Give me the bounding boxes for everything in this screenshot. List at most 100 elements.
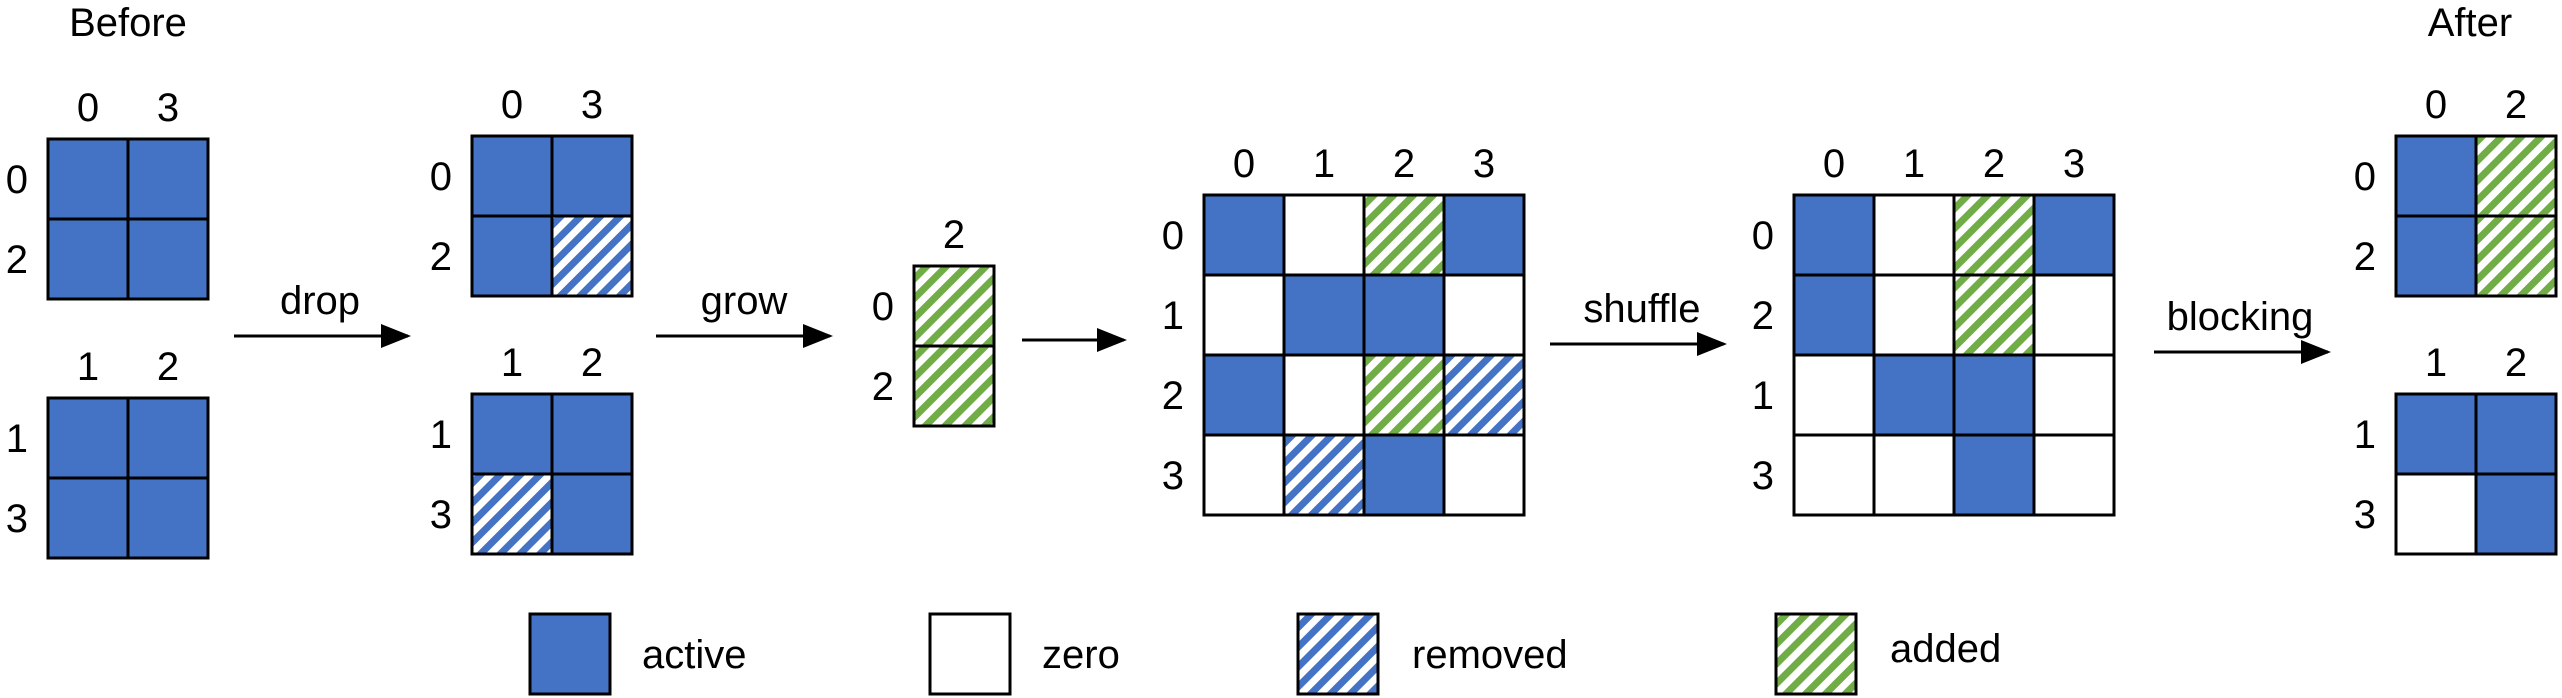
cell-active	[1444, 195, 1524, 275]
column-label: 1	[77, 345, 99, 389]
column-label: 1	[1903, 142, 1925, 186]
row-label: 0	[1162, 214, 1184, 258]
cell-active	[2034, 195, 2114, 275]
cell-active	[2396, 216, 2476, 296]
cell-active	[1954, 435, 2034, 515]
cell-removed	[1444, 355, 1524, 435]
cell-active	[1204, 195, 1284, 275]
cell-active	[128, 398, 208, 478]
row-label: 2	[2354, 235, 2376, 279]
row-label: 1	[1752, 374, 1774, 418]
cell-zero	[1204, 275, 1284, 355]
cell-zero	[1874, 195, 1954, 275]
cell-added	[914, 266, 994, 346]
cell-active	[48, 398, 128, 478]
row-label: 2	[1752, 294, 1774, 338]
column-label: 0	[77, 86, 99, 130]
cell-active	[472, 216, 552, 296]
cell-zero	[2034, 275, 2114, 355]
before-title: Before	[69, 1, 187, 45]
row-label: 2	[430, 235, 452, 279]
cell-active	[1364, 435, 1444, 515]
row-label: 3	[6, 497, 28, 541]
row-label: 2	[872, 365, 894, 409]
grid-outline	[912, 264, 996, 428]
row-label: 3	[1162, 454, 1184, 498]
cell-zero	[1794, 355, 1874, 435]
cell-added	[914, 346, 994, 426]
cell-zero	[2396, 474, 2476, 554]
cell-active	[1794, 195, 1874, 275]
cell-active	[128, 219, 208, 299]
legend-swatch-zero	[928, 612, 1012, 696]
row-label: 0	[2354, 155, 2376, 199]
column-label: 3	[2063, 142, 2085, 186]
cell-active	[552, 136, 632, 216]
cell-active	[48, 478, 128, 558]
column-label: 0	[1823, 142, 1845, 186]
cell-active	[2396, 136, 2476, 216]
cell-active	[1954, 355, 2034, 435]
after-title: After	[2428, 1, 2512, 45]
row-label: 1	[6, 417, 28, 461]
column-label: 2	[2505, 341, 2527, 385]
cell-active	[1364, 275, 1444, 355]
column-label: 3	[581, 83, 603, 127]
row-label: 0	[1752, 214, 1774, 258]
cell-zero	[2034, 435, 2114, 515]
grid-before-block-b: 1 2 1 3	[6, 345, 210, 560]
row-label: 0	[872, 285, 894, 329]
column-label: 2	[1983, 142, 2005, 186]
cell-zero	[1284, 355, 1364, 435]
row-label: 0	[430, 155, 452, 199]
cell-active	[2476, 474, 2556, 554]
legend-label-removed: removed	[1412, 633, 1568, 677]
cell-zero	[1794, 435, 1874, 515]
grid-outline	[1792, 193, 2116, 517]
column-label: 1	[501, 341, 523, 385]
grow-label: grow	[701, 279, 788, 323]
row-label: 1	[430, 413, 452, 457]
cell-active	[128, 478, 208, 558]
cell-active	[2476, 394, 2556, 474]
legend-swatch-active	[528, 612, 612, 696]
row-label: 0	[6, 158, 28, 202]
cell-removed	[552, 216, 632, 296]
grid-outline	[2394, 392, 2558, 556]
cell-added	[1954, 275, 2034, 355]
column-label: 0	[2425, 83, 2447, 127]
grid-outline	[1202, 193, 1526, 517]
cell-active	[48, 219, 128, 299]
cell-active	[552, 474, 632, 554]
column-label: 2	[581, 341, 603, 385]
cell-active	[1874, 355, 1954, 435]
legend-label-zero: zero	[1042, 633, 1120, 677]
column-label: 2	[157, 345, 179, 389]
cell-zero	[1874, 275, 1954, 355]
grid-after-block-a: 0 2 0 2	[2354, 83, 2558, 298]
legend: active zero removed added	[528, 612, 2001, 696]
row-label: 2	[6, 238, 28, 282]
cell-active	[472, 136, 552, 216]
grid-grow-block: 202	[872, 213, 996, 428]
cell-active	[128, 139, 208, 219]
grid-outline	[470, 392, 634, 556]
grid-outline	[46, 396, 210, 560]
cell-zero	[1444, 435, 1524, 515]
cell-zero	[1284, 195, 1364, 275]
cell-zero	[1444, 275, 1524, 355]
cell-removed	[472, 474, 552, 554]
cell-added	[2476, 216, 2556, 296]
column-label: 2	[2505, 83, 2527, 127]
cell-added	[1364, 355, 1444, 435]
legend-swatch-added	[1774, 612, 1858, 696]
cell-removed	[1284, 435, 1364, 515]
cell-active	[1204, 355, 1284, 435]
cell-added	[2476, 136, 2556, 216]
